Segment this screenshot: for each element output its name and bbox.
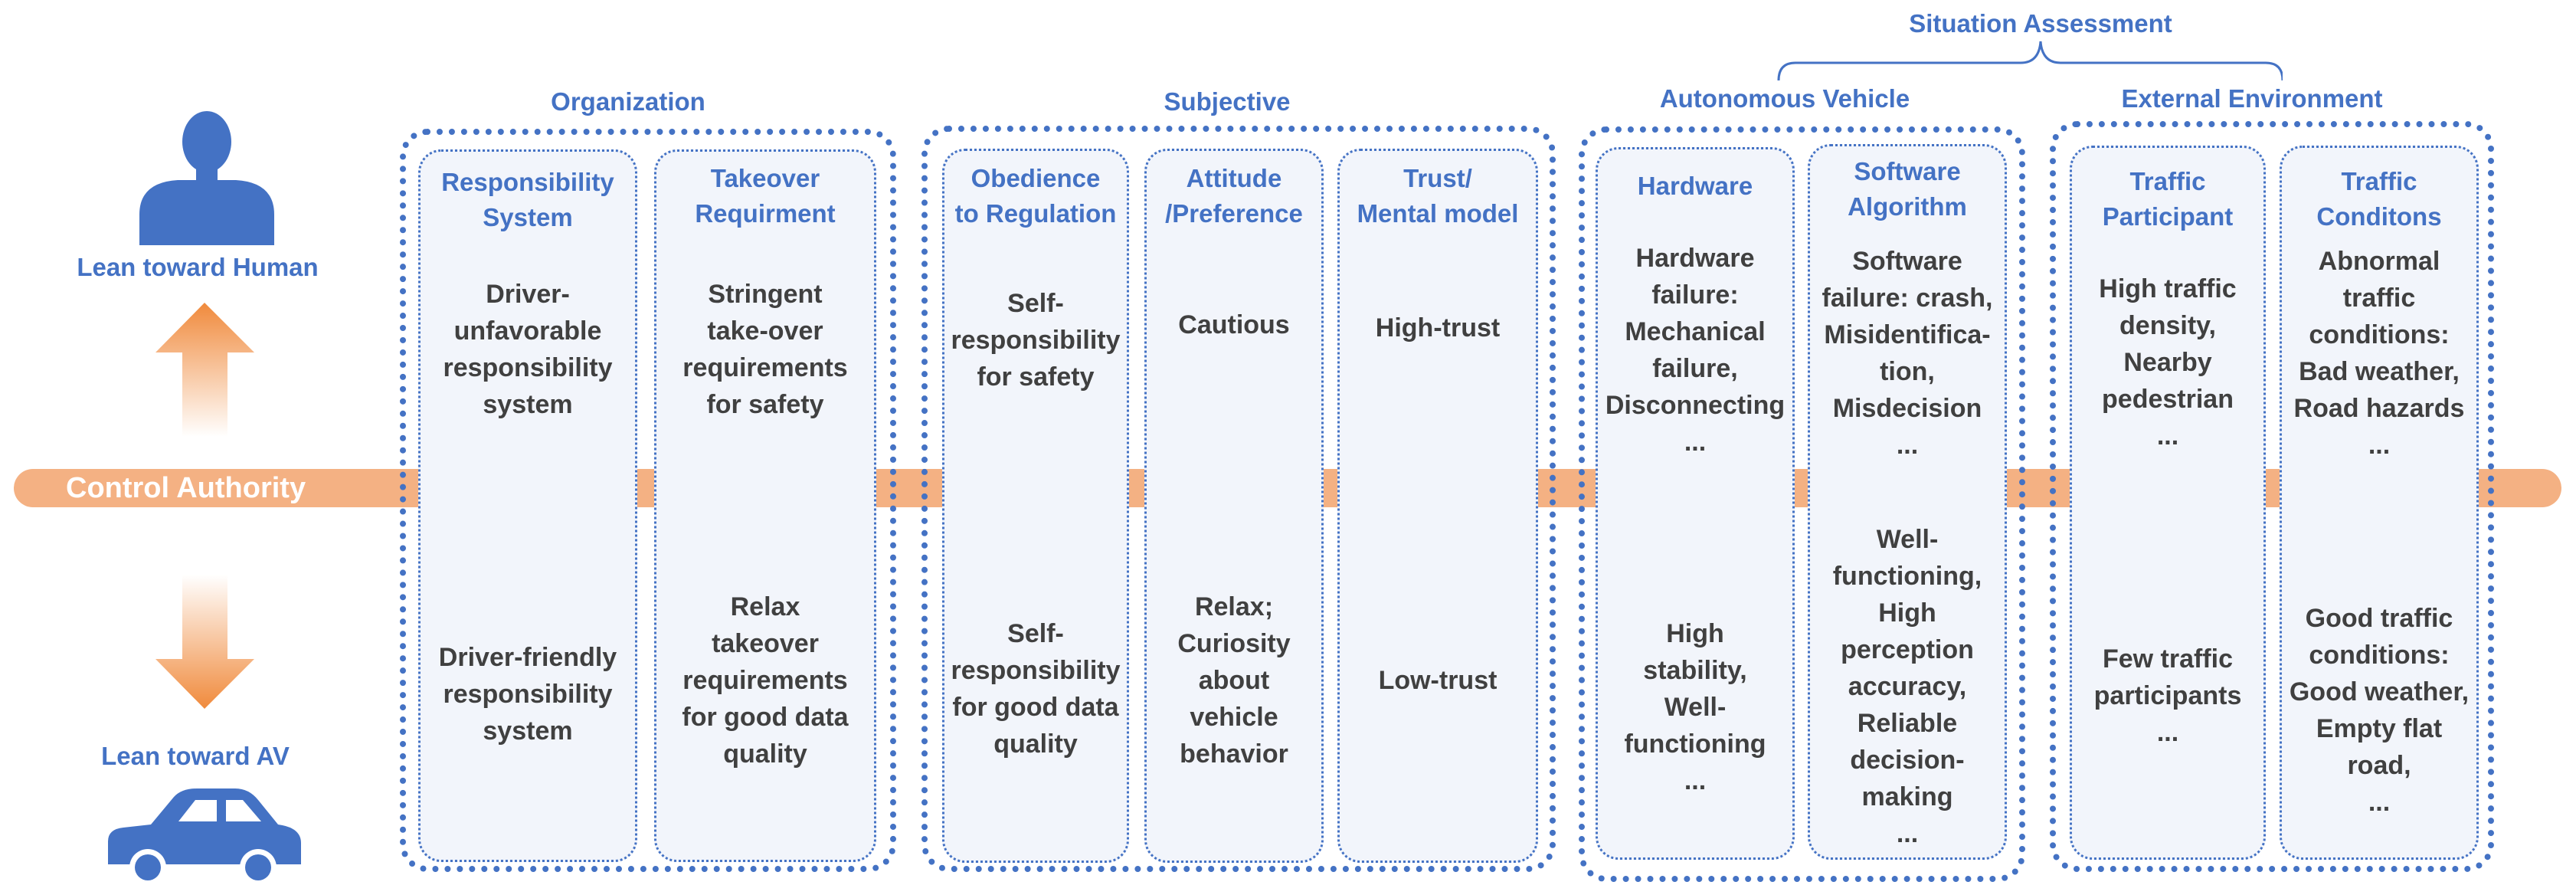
bottom-text-obedience-to-regulation: Self- responsibility for good data quali…	[951, 619, 1121, 759]
top-text-obedience-to-regulation: Self- responsibility for safety	[951, 289, 1121, 392]
column-software-algorithm	[1808, 144, 2007, 860]
lean-toward-av-label: Lean toward AV	[101, 742, 290, 770]
bottom-text-attitude-preference: Relax; Curiosity about vehicle behavior	[1177, 592, 1291, 769]
column-attitude-preference	[1144, 149, 1324, 863]
person-icon	[139, 111, 274, 245]
top-text-responsibility-system: Driver- unfavorable responsibility syste…	[443, 280, 613, 419]
header-traffic-conditons: Traffic Conditons	[2316, 167, 2442, 231]
organization-title: Organization	[551, 87, 705, 116]
header-obedience-to-regulation: Obedience to Regulation	[954, 164, 1117, 228]
bottom-text-traffic-conditons: Good traffic conditions: Good weather, E…	[2289, 604, 2470, 817]
lean-toward-human-label: Lean toward Human	[77, 253, 319, 281]
subjective-group	[921, 126, 1556, 872]
top-text-software-algorithm: Software failure: crash, Misidentifica- …	[1822, 247, 1993, 460]
arrow-down-icon	[155, 575, 254, 709]
subjective-title: Subjective	[1164, 87, 1291, 116]
top-text-attitude-preference: Cautious	[1178, 310, 1290, 339]
top-text-traffic-conditons: Abnormal traffic conditions: Bad weather…	[2293, 247, 2465, 460]
column-takeover-requirment	[654, 149, 876, 862]
top-text-trust-mental-model: High-trust	[1375, 313, 1501, 343]
external-environment-group	[2050, 121, 2494, 872]
header-hardware: Hardware	[1637, 172, 1753, 200]
autonomous-vehicle-title: Autonomous Vehicle	[1659, 84, 1910, 113]
bottom-text-takeover-requirment: Relax takeover requirements for good dat…	[682, 592, 849, 769]
header-software-algorithm: Software Algorithm	[1848, 157, 1967, 221]
column-responsibility-system	[418, 149, 637, 862]
autonomous-vehicle-group	[1579, 126, 2025, 882]
external-environment-title: External Environment	[2121, 84, 2383, 113]
top-text-traffic-participant: High traffic density, Nearby pedestrian …	[2099, 274, 2237, 451]
top-text-takeover-requirment: Stringent take-over requirements for saf…	[682, 280, 848, 419]
header-takeover-requirment: Takeover Requirment	[695, 164, 836, 228]
arrow-up-icon	[155, 303, 254, 437]
header-traffic-participant: Traffic Participant	[2102, 167, 2234, 231]
bottom-text-traffic-participant: Few traffic participants ...	[2093, 644, 2242, 747]
column-trust-mental-model	[1337, 149, 1538, 863]
bottom-text-trust-mental-model: Low-trust	[1378, 666, 1497, 695]
column-hardware	[1596, 147, 1795, 860]
organization-group	[400, 129, 896, 872]
control-authority-label: Control Authority	[66, 472, 306, 504]
top-text-hardware: Hardware failure: Mechanical failure, Di…	[1605, 244, 1786, 457]
header-attitude-preference: Attitude /Preference	[1165, 164, 1303, 228]
situation-assessment-brace	[1777, 41, 2283, 81]
column-obedience-to-regulation	[942, 149, 1129, 863]
situation-assessment-title: Situation Assessment	[1909, 9, 2172, 38]
column-traffic-participant	[2070, 146, 2266, 860]
car-icon	[108, 788, 301, 886]
bottom-text-software-algorithm: Well- functioning, High perception accur…	[1832, 525, 1982, 848]
bottom-text-responsibility-system: Driver-friendly responsibility system	[438, 643, 617, 746]
header-trust-mental-model: Trust/ Mental model	[1357, 164, 1519, 228]
column-traffic-conditons	[2280, 146, 2479, 860]
bottom-text-hardware: High stability, Well- functioning ...	[1624, 619, 1766, 795]
header-responsibility-system: Responsibility System	[441, 168, 614, 231]
